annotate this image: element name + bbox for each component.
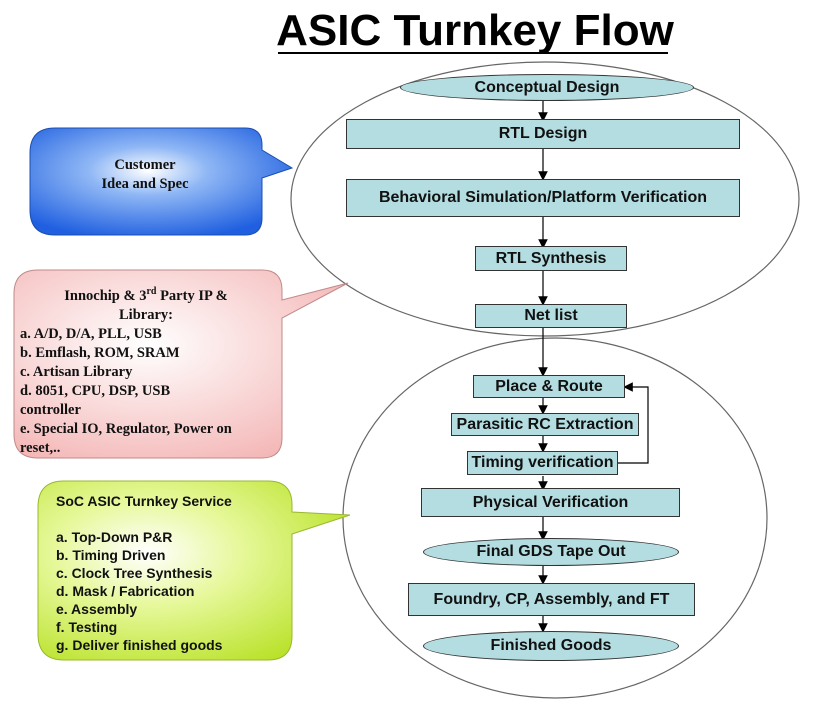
rtl-synthesis-node: RTL Synthesis <box>475 246 627 271</box>
ip-item: e. Special IO, Regulator, Power on reset… <box>20 420 232 456</box>
foundry-node: Foundry, CP, Assembly, and FT <box>408 583 695 616</box>
ip-item: d. 8051, CPU, DSP, USB controller <box>20 382 171 418</box>
soc-callout-shape <box>37 480 351 661</box>
ip-item: c. Artisan Library <box>20 363 133 380</box>
soc-item: f. Testing <box>56 619 118 635</box>
ip-title-post: Party IP & <box>156 287 228 304</box>
place-route-node: Place & Route <box>473 375 625 398</box>
ip-item: b. Emflash, ROM, SRAM <box>20 344 180 361</box>
page-title: ASIC Turnkey Flow <box>276 6 674 55</box>
conceptual-design-node: Conceptual Design <box>400 74 694 101</box>
soc-item: a. Top-Down P&R <box>56 529 173 545</box>
ip-callout-title: Innochip & 3rd Party IP & <box>20 282 272 306</box>
soc-item: g. Deliver finished goods <box>56 637 223 653</box>
customer-callout-text: Customer Idea and Spec <box>60 156 230 194</box>
ip-callout-text: Innochip & 3rd Party IP & Library: a. A/… <box>20 282 272 458</box>
ip-item: a. A/D, D/A, PLL, USB <box>20 325 162 342</box>
netlist-node: Net list <box>475 304 627 328</box>
soc-item: e. Assembly <box>56 601 138 617</box>
rtl-design-node: RTL Design <box>346 119 740 149</box>
ip-callout-title-line2: Library: <box>119 306 173 323</box>
behavioral-simulation-node: Behavioral Simulation/Platform Verificat… <box>346 179 740 217</box>
parasitic-rc-node: Parasitic RC Extraction <box>451 413 639 436</box>
ip-title-pre: Innochip & 3 <box>64 287 147 304</box>
timing-verification-node: Timing verification <box>467 451 618 475</box>
feedback-loop-arrow <box>618 382 649 464</box>
soc-callout-title: SoC ASIC Turnkey Service <box>56 493 232 509</box>
final-gds-node: Final GDS Tape Out <box>423 538 679 566</box>
physical-verification-node: Physical Verification <box>421 488 680 517</box>
soc-callout-text: SoC ASIC Turnkey Service a. Top-Down P&R… <box>56 492 286 654</box>
customer-callout-shape <box>29 127 294 236</box>
soc-item: c. Clock Tree Synthesis <box>56 565 213 581</box>
soc-item: b. Timing Driven <box>56 547 166 563</box>
title-underline <box>278 52 668 54</box>
ip-callout-shape <box>13 269 349 459</box>
finished-goods-node: Finished Goods <box>423 631 679 661</box>
soc-item: d. Mask / Fabrication <box>56 583 195 599</box>
ip-title-sup: rd <box>146 286 157 297</box>
customer-line2: Idea and Spec <box>101 176 189 192</box>
customer-line1: Customer <box>114 157 176 173</box>
